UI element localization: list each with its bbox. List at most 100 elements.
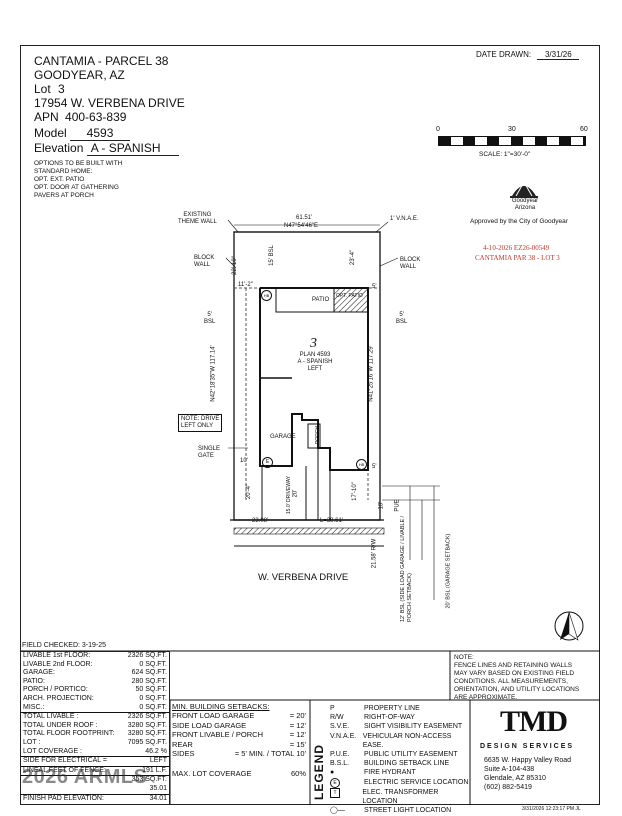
legend-item: P.U.E.PUBLIC UTILITY EASEMENT xyxy=(330,751,458,759)
setback-row: FRONT LOAD GARAGE= 20' xyxy=(172,711,306,720)
setback-row: SIDES= 5' MIN. / TOTAL 10' xyxy=(172,749,306,758)
scale-tick-30: 30 xyxy=(508,126,516,133)
dim-15-bsl: 15' BSL xyxy=(268,245,275,266)
plan-label: PLAN 4593 A - SPANISH LEFT xyxy=(290,352,340,373)
option-line: OPT. DOOR AT GATHERING xyxy=(34,184,119,191)
label-line: GATE xyxy=(198,453,214,459)
setbacks-block: MIN. BUILDING SETBACKS: FRONT LOAD GARAG… xyxy=(172,702,306,778)
setback-row: SIDE LOAD GARAGE= 12' xyxy=(172,720,306,730)
label-line: SINGLE xyxy=(198,446,221,452)
option-line: STANDARD HOME: xyxy=(34,168,93,175)
total-row: LOT COVERAGE :46.2 % xyxy=(21,748,169,758)
label-line: BSL xyxy=(204,319,216,325)
label-line: BLOCK xyxy=(400,257,421,263)
street-light-icon: ◯— xyxy=(330,807,345,815)
left-bearing: N42°18'35"W 117.14' xyxy=(210,345,217,402)
watermark: 2026 ARMLS xyxy=(22,766,148,788)
label-line: 5' xyxy=(207,312,212,318)
total-row: TOTAL LIVABLE :2326 SQ.FT. xyxy=(23,713,167,721)
electric-service-icon: E xyxy=(330,777,340,788)
note-block: NOTE: FENCE LINES AND RETAINING WALLS MA… xyxy=(454,654,598,702)
goodyear-logo-icon xyxy=(508,178,540,200)
dim-20-4: 20'-4" xyxy=(246,483,253,500)
address-line: Suite A-104-438 xyxy=(484,766,535,773)
legend-item: ◯—STREET LIGHT LOCATION xyxy=(330,807,452,815)
existing-theme-wall-label: EXISTING THEME WALL xyxy=(178,212,217,226)
dim-20: 20' xyxy=(292,489,299,498)
label-line: LEFT ONLY xyxy=(181,423,214,429)
porch-label: PORCH xyxy=(315,425,322,445)
extra-row: FINISH PAD ELEVATION:34.01 xyxy=(23,794,167,802)
company-tagline: DESIGN SERVICES xyxy=(480,743,575,750)
approved-text: Approved by the City of Goodyear xyxy=(470,218,568,225)
logo-text-1: Goodyear xyxy=(511,198,539,204)
patio-label: PATIO xyxy=(312,297,330,303)
dim-22-10: 22'-10" xyxy=(231,256,238,275)
dim-10-left: 10' xyxy=(240,458,248,464)
field-checked: FIELD CHECKED: 3-19-25 xyxy=(22,642,107,649)
extra-row: SIDE FOR ELECTRICAL =LEFT xyxy=(21,757,169,767)
rear-dimension: 61.51' xyxy=(296,215,313,221)
logo-text-2: Arizona xyxy=(514,205,536,211)
apn-value: 400-63- xyxy=(65,110,107,124)
bsl-right: 5' BSL xyxy=(396,312,407,326)
note-line: ARE APPROXIMATE. xyxy=(454,694,518,701)
apn-suffix: 839 xyxy=(106,110,127,124)
label-line: THEME WALL xyxy=(178,219,217,225)
approval-stamp-1: 4-10-2026 EZ26-00549 xyxy=(483,244,550,252)
address-line: (602) 882-5419 xyxy=(484,784,532,791)
extra-row: LINEAL FEET OF FENCE:191 L.F. xyxy=(21,767,169,777)
option-line: OPTIONS TO BE BUILT WITH xyxy=(34,160,123,167)
label-line: LEFT xyxy=(307,366,323,372)
setback-row: FRONT LIVABLE / PORCH= 12' xyxy=(172,730,306,739)
company-address: 6635 W. Happy Valley Road Suite A-104-43… xyxy=(484,756,571,792)
lot-value: 3 xyxy=(58,82,65,96)
front-right-dim: L=38.61' xyxy=(320,518,344,524)
legend-item: S.V.E.SIGHT VISIBILITY EASEMENT xyxy=(330,723,463,731)
address-line: Glendale, AZ 85310 xyxy=(484,775,546,782)
total-row: LOT :7095 SQ.FT. xyxy=(23,738,167,746)
note-line: ORIENTATION, AND UTILITY LOCATIONS xyxy=(454,686,580,693)
apn-label: APN xyxy=(34,110,59,124)
elevation-value: A - SPANISH xyxy=(86,141,179,156)
area-row: PORCH / PORTICO:50 SQ.FT. xyxy=(23,686,167,694)
bsl-left: 5' BSL xyxy=(204,312,215,326)
hose-bib-icon: HB xyxy=(261,290,272,301)
lot-line: Lot 3 xyxy=(34,82,65,96)
scale-label: SCALE: 1"=30'-0" xyxy=(479,151,531,158)
project-name: CANTAMIA - PARCEL 38 xyxy=(34,54,169,68)
rear-bearing: N47°54'46"E xyxy=(284,223,319,229)
dim-23-4: 23'-4" xyxy=(350,249,357,266)
dim-10-pue: 10' xyxy=(378,501,385,510)
total-row: TOTAL UNDER ROOF :3280 SQ.FT. xyxy=(23,721,167,729)
lot-number: 3 xyxy=(310,336,317,351)
area-row: ARCH. PROJECTION:0 SQ.FT. xyxy=(23,694,167,702)
note-line: CONDITIONS. ALL MEASUREMENTS, xyxy=(454,678,568,685)
apn-line: APN 400-63-839 xyxy=(34,110,126,124)
print-stamp: 3/31/2026 12:23:17 PM JL xyxy=(522,806,581,812)
note-line: NOTE: xyxy=(454,654,474,661)
approval-stamp-2: CANTAMIA PAR 38 - LOT 3 xyxy=(475,254,560,262)
setback-row: REAR= 15' xyxy=(172,739,306,749)
model-line: Model 4593 xyxy=(34,126,131,141)
legend-item: ●FIRE HYDRANT xyxy=(330,769,416,777)
dim-5-bottom: 5' xyxy=(372,464,377,470)
label-line: EXISTING xyxy=(183,212,212,218)
area-row: PATIO:280 SQ.FT. xyxy=(23,677,167,685)
option-line: OPT. EXT. PATIO xyxy=(34,176,85,183)
lot-label: Lot xyxy=(34,82,51,96)
label-line: NOTE: DRIVE xyxy=(181,416,220,422)
setbacks-title: MIN. BUILDING SETBACKS: xyxy=(172,702,270,711)
single-gate-label: SINGLE GATE xyxy=(198,446,220,460)
dim-5-right: 5' xyxy=(372,284,377,290)
vnae-label: 1' V.N.A.E. xyxy=(390,216,419,222)
dim-17-10: 17'-10" xyxy=(351,482,358,501)
note-line: MAY VARY BASED ON EXISTING FIELD xyxy=(454,670,575,677)
label-line: BLOCK xyxy=(194,255,215,261)
